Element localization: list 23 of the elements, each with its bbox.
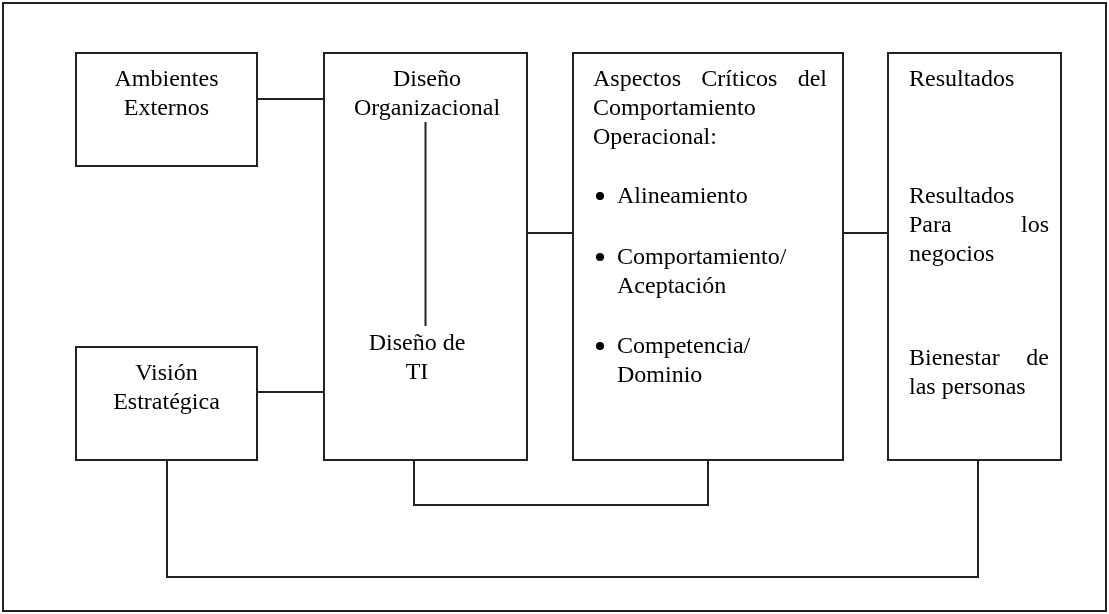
connector-line <box>527 232 573 234</box>
connector-line <box>424 121 427 327</box>
process-box <box>887 52 1062 461</box>
connector-line <box>257 391 324 393</box>
connector-line <box>413 460 709 506</box>
process-box <box>323 52 528 461</box>
result-text: Resultados Para los negocios <box>909 181 1049 268</box>
bullet-item: Competencia/ Dominio <box>617 331 752 389</box>
process-box <box>75 52 258 167</box>
box-label: Diseño Organizacional <box>352 64 502 122</box>
bullet-item: Comportamiento/ Aceptación <box>617 242 788 300</box>
box-heading: Aspectos Críticos del Comportamiento Operacional: <box>593 64 827 151</box>
process-box <box>572 52 844 461</box>
bullet-item: Alineamiento <box>617 181 749 210</box>
process-box <box>75 346 258 461</box>
box-label: Ambientes Externos <box>113 64 220 122</box>
connector-line <box>166 460 979 578</box>
box-heading: Resultados <box>909 64 1016 93</box>
result-text: Bienestar de las personas <box>909 343 1049 401</box>
connector-line <box>257 98 324 100</box>
connector-line <box>843 232 888 234</box>
box-label: Diseño de TI <box>367 328 467 386</box>
box-label: Visión Estratégica <box>112 358 221 416</box>
